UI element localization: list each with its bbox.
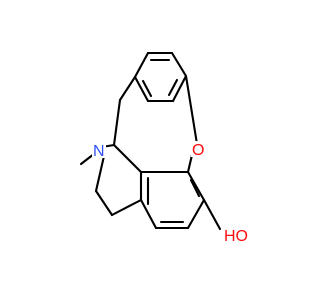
- bond-phenol-5: [139, 198, 158, 230]
- bond-benzene-2: [170, 51, 188, 78]
- bond-benzene-6: [133, 51, 150, 79]
- oxygen-atom-label: O: [192, 142, 204, 159]
- bond-o-top: [184, 74, 199, 146]
- nitrogen-label-background: [92, 142, 106, 158]
- bond-o-bottom: [186, 153, 194, 174]
- hydroxyl-atom-label: HO: [224, 228, 248, 245]
- bond-ethylene-1: [94, 189, 114, 217]
- bond-ring-junction: [112, 143, 143, 174]
- bond-benzene-inner-3: [141, 79, 153, 98]
- bond-benzene-inner-2: [167, 78, 179, 97]
- bond-phenol-inner-1: [189, 178, 201, 198]
- bond-benzene-5: [133, 75, 150, 103]
- molecule-diagram: O N HO: [79, 51, 248, 245]
- structure-canvas: O N HO: [79, 51, 248, 245]
- bond-n-lower: [94, 154, 106, 193]
- hydroxyl-label-background: [224, 226, 248, 243]
- bond-hydroxyl: [202, 198, 222, 231]
- oxygen-label-background: [191, 141, 205, 157]
- nitrogen-atom-label: N: [93, 143, 105, 160]
- bond-phenol-3: [186, 198, 206, 230]
- bond-benzene-3: [171, 74, 188, 103]
- bond-phenol-2: [186, 170, 206, 202]
- bond-ch2-bridge-bottom: [112, 98, 122, 147]
- bond-ethylene-2: [110, 198, 143, 217]
- bond-ch2-bridge-top: [118, 75, 137, 102]
